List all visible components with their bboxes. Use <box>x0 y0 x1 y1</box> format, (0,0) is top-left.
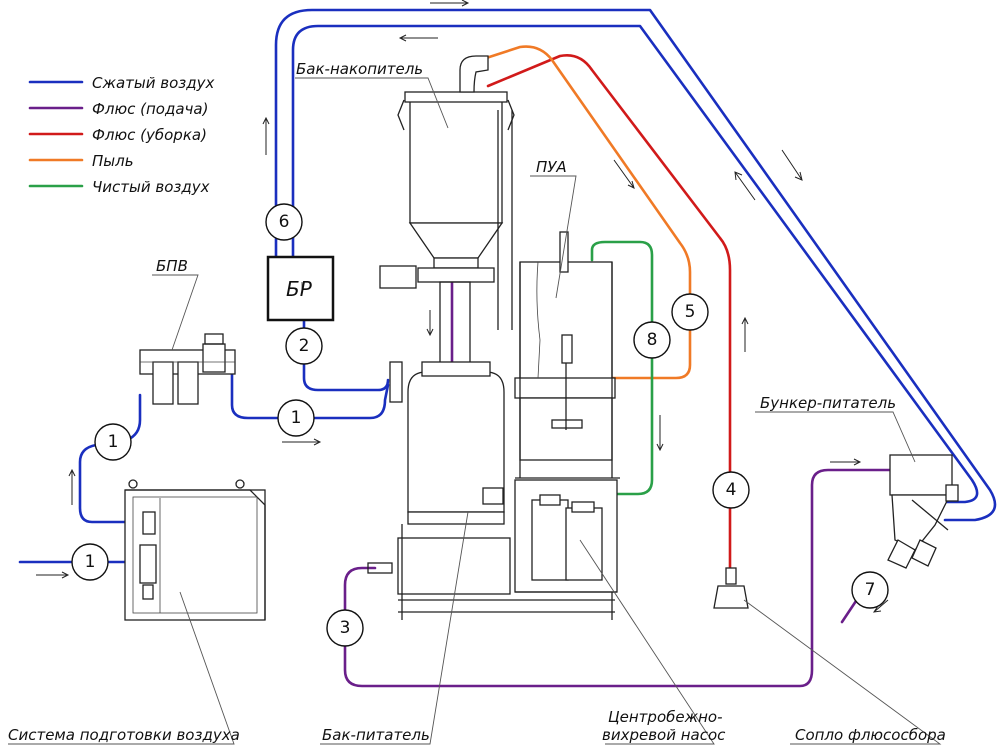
pipes <box>18 8 997 688</box>
pipe-compressed-air-outer-loop <box>274 8 997 522</box>
label-feed-tank: Бак-питатель <box>322 726 430 744</box>
equipment-labels: Бак-накопитель ПУА БПВ БР Бункер-питател… <box>8 60 946 744</box>
label-air-preparation: Система подготовки воздуха <box>8 726 240 744</box>
svg-text:2: 2 <box>299 336 310 356</box>
vortex-pump <box>514 479 618 593</box>
legend-label-dust: Пыль <box>92 152 134 170</box>
pipe-dust <box>478 45 692 380</box>
marker-6: 6 <box>265 203 303 241</box>
legend-label-clean-air: Чистый воздух <box>92 178 210 196</box>
label-feed-bunker: Бункер-питатель <box>760 394 896 412</box>
label-collection-nozzle: Сопло флюсосбора <box>795 726 946 744</box>
marker-5: 5 <box>671 293 709 331</box>
label-pump-line1: Центробежно- <box>608 708 723 726</box>
collection-nozzle <box>713 567 749 609</box>
svg-text:5: 5 <box>685 302 696 322</box>
pua-unit <box>514 231 620 479</box>
svg-text:1: 1 <box>108 432 119 452</box>
svg-text:6: 6 <box>279 212 290 232</box>
marker-7: 7 <box>851 571 889 609</box>
marker-3: 3 <box>326 609 364 647</box>
legend: Сжатый воздух Флюс (подача) Флюс (уборка… <box>28 74 215 196</box>
storage-tank <box>379 55 515 373</box>
legend-label-flux-cleanup: Флюс (уборка) <box>92 126 207 144</box>
air-preparation-cabinet <box>124 479 266 621</box>
label-pump-line2: вихревой насос <box>602 726 726 744</box>
svg-text:4: 4 <box>726 480 737 500</box>
label-pua: ПУА <box>536 158 567 176</box>
marker-1-inlet: 1 <box>71 543 109 581</box>
br-box <box>266 255 335 322</box>
label-br: БР <box>286 277 313 301</box>
number-markers: 1 1 1 2 3 4 5 6 <box>71 203 889 647</box>
marker-1-riser: 1 <box>94 423 132 461</box>
marker-2: 2 <box>285 327 323 365</box>
svg-text:3: 3 <box>340 618 351 638</box>
feed-bunker <box>887 454 959 569</box>
bpv-unit <box>139 333 236 405</box>
svg-text:7: 7 <box>865 580 876 600</box>
svg-text:1: 1 <box>85 552 96 572</box>
pipe-compressed-air-br-to-tank <box>302 318 390 392</box>
pipe-flux-feed-nozzle <box>840 596 860 624</box>
leader-lines <box>8 77 942 745</box>
svg-text:1: 1 <box>291 408 302 428</box>
feed-tank <box>367 361 615 620</box>
pipe-flux-feed <box>343 468 892 688</box>
pipe-compressed-air-inner-loop <box>291 24 979 504</box>
flow-arrows <box>36 0 889 613</box>
pipe-compressed-air-to-bpv <box>78 393 147 524</box>
pipe-flux-cleanup <box>486 54 732 577</box>
label-bpv: БПВ <box>156 257 188 275</box>
marker-1-bpv-tank: 1 <box>277 399 315 437</box>
marker-4: 4 <box>712 471 750 509</box>
legend-label-flux-feed: Флюс (подача) <box>92 100 208 118</box>
label-storage-tank: Бак-накопитель <box>296 60 423 78</box>
svg-text:8: 8 <box>647 330 658 350</box>
marker-8: 8 <box>633 321 671 359</box>
legend-label-compressed-air: Сжатый воздух <box>92 74 215 92</box>
